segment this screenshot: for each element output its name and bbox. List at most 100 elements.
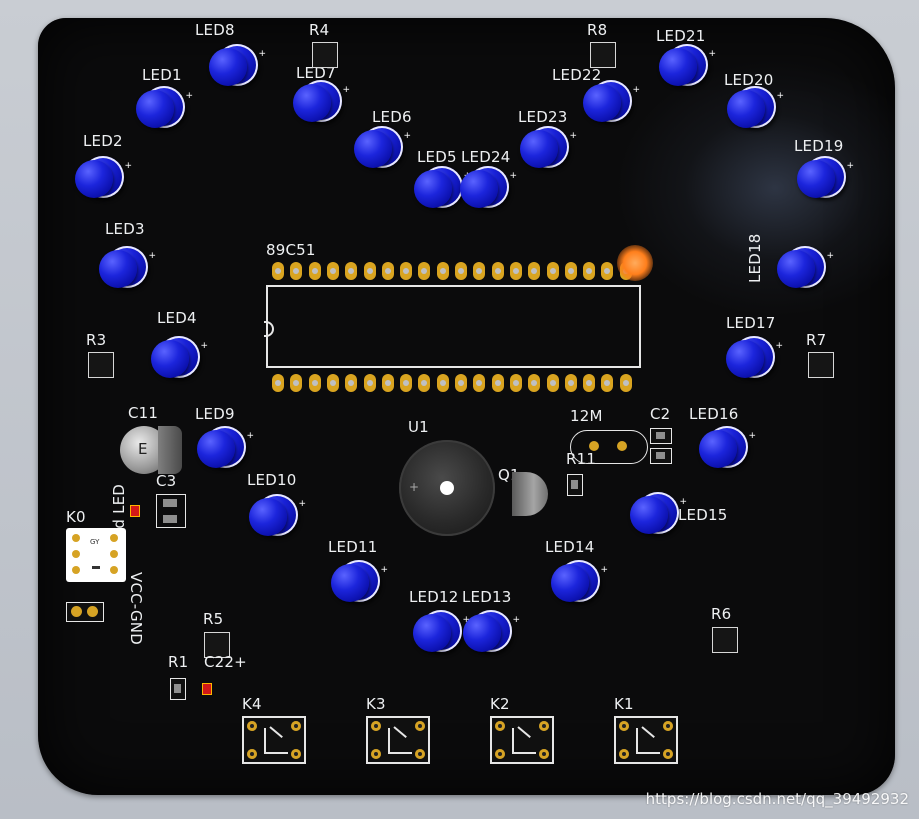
polarity-mark: + (380, 565, 388, 575)
k4-label: K4 (242, 695, 262, 713)
r4-label: R4 (309, 21, 330, 39)
polarity-mark: + (512, 615, 520, 625)
led-24: + (460, 166, 517, 208)
polarity-mark: + (342, 85, 350, 95)
polarity-mark: + (185, 91, 193, 101)
polarity-mark: + (679, 497, 687, 507)
r8-pad (590, 42, 616, 68)
mcu-pin (473, 262, 486, 280)
led-16-label: LED16 (689, 405, 739, 423)
mcu-pin (326, 262, 339, 280)
mcu-pin (381, 374, 394, 392)
polarity-mark: + (124, 161, 132, 171)
r5-label: R5 (203, 610, 224, 628)
led-5-label: LED5 (417, 148, 457, 166)
led-9: + (197, 426, 254, 468)
mcu-notch (264, 321, 274, 337)
mcu-pin (290, 262, 303, 280)
mcu-chip (264, 285, 641, 368)
led-14: + (551, 560, 608, 602)
led-8-label: LED8 (195, 21, 235, 39)
led-23: + (520, 126, 577, 168)
led-22: + (583, 80, 640, 122)
polarity-mark: + (298, 499, 306, 509)
led-9-label: LED9 (195, 405, 235, 423)
led-17-label: LED17 (726, 314, 776, 332)
r1-smd (170, 678, 186, 700)
mcu-pin (455, 374, 467, 392)
mcu-pin (418, 374, 431, 392)
led-10: + (249, 494, 306, 536)
led-4: + (151, 336, 208, 378)
k3-label: K3 (366, 695, 386, 713)
k0-switch[interactable]: GY (66, 528, 126, 582)
led-19-label: LED19 (794, 137, 844, 155)
crystal-label: 12M (570, 407, 603, 425)
k4-button[interactable] (242, 716, 306, 764)
led-24-label: LED24 (461, 148, 511, 166)
led-7: + (293, 80, 350, 122)
polarity-mark: + (509, 171, 517, 181)
led-7-label: LED7 (296, 64, 336, 82)
led-19: + (797, 156, 854, 198)
mcu-pin (564, 262, 577, 280)
mcu-pin (418, 262, 431, 280)
polarity-mark: + (246, 431, 254, 441)
led-6: + (354, 126, 411, 168)
r11-smd (567, 474, 583, 496)
buzzer: + (399, 440, 495, 536)
r4-pad (312, 42, 338, 68)
led-14-label: LED14 (545, 538, 595, 556)
r3-pad (88, 352, 114, 378)
mcu-pin (583, 262, 596, 280)
led-2: + (75, 156, 132, 198)
r6-label: R6 (711, 605, 732, 623)
k3-button[interactable] (366, 716, 430, 764)
mcu-pin (491, 374, 504, 392)
k1-button[interactable] (614, 716, 678, 764)
polarity-mark: + (775, 341, 783, 351)
polarity-mark: + (462, 615, 470, 625)
led-21-label: LED21 (656, 27, 706, 45)
polarity-mark: + (632, 85, 640, 95)
c22-label: C22+ (204, 653, 247, 671)
r7-pad (808, 352, 834, 378)
mcu-label: 89C51 (266, 241, 316, 259)
led-3-label: LED3 (105, 220, 145, 238)
mcu-pin (436, 262, 449, 280)
led-15-label: LED15 (678, 506, 728, 524)
led-1-label: LED1 (142, 66, 182, 84)
r3-label: R3 (86, 331, 107, 349)
led-17: + (726, 336, 783, 378)
mcu-pin (528, 374, 541, 392)
polarity-mark: + (776, 91, 784, 101)
k2-label: K2 (490, 695, 510, 713)
r7-label: R7 (806, 331, 827, 349)
led-23-label: LED23 (518, 108, 568, 126)
c22-smd (202, 683, 212, 695)
vcc-gnd-label: VCC-GND (127, 572, 145, 645)
mcu-pin (272, 262, 284, 280)
mcu-pin (601, 374, 614, 392)
mcu-pin (363, 374, 376, 392)
r6-pad (712, 627, 738, 653)
led-12-label: LED12 (409, 588, 459, 606)
mcu-pin (564, 374, 577, 392)
k1-label: K1 (614, 695, 634, 713)
mcu-pin (455, 262, 467, 280)
c11-label: C11 (128, 404, 159, 422)
led-5: + (414, 166, 471, 208)
c3-capacitor (156, 494, 186, 528)
mcu-pin (272, 374, 284, 392)
mcu-pin (400, 374, 413, 392)
led-20-label: LED20 (724, 71, 774, 89)
c2-label: C2 (650, 405, 671, 423)
mcu-pin (436, 374, 449, 392)
mcu-pin (290, 374, 303, 392)
c11-mark: E (138, 440, 148, 458)
mcu-pin (400, 262, 413, 280)
k2-button[interactable] (490, 716, 554, 764)
mcu-pin (528, 262, 541, 280)
led-6-label: LED6 (372, 108, 412, 126)
mcu-pin (381, 262, 394, 280)
